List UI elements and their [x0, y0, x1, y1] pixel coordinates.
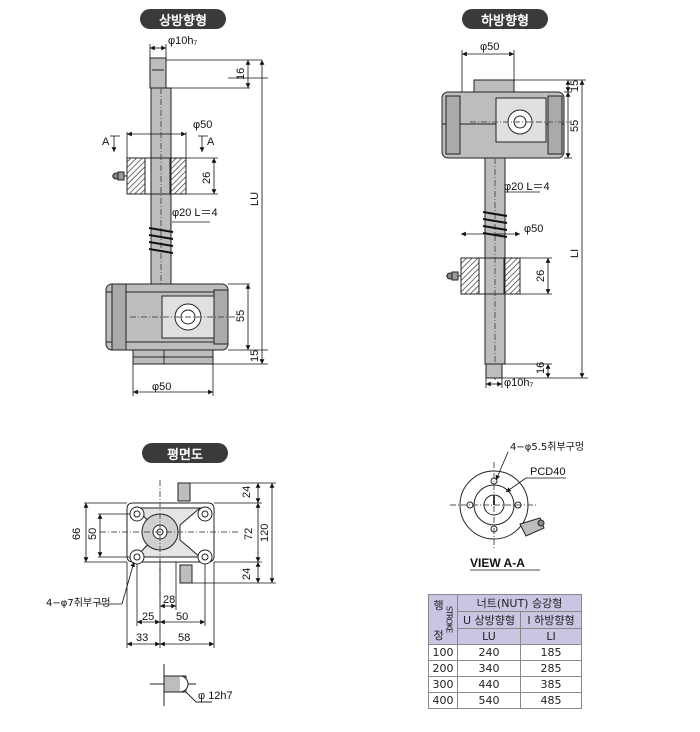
- upward-nut-dia: φ50: [193, 119, 212, 131]
- plan-dim-33: 33: [136, 632, 148, 644]
- table-row: 400 540 485: [428, 692, 582, 709]
- title-plan: 평면도: [142, 443, 228, 463]
- col-i-header: I 하방향형: [520, 611, 582, 629]
- view-aa-hole-note: 4−φ5.5취부구멍: [510, 441, 584, 453]
- lu-cell: 540: [457, 692, 521, 709]
- stroke-cell: 200: [428, 660, 458, 677]
- upward-shaft-dia: φ10h₇: [168, 35, 197, 47]
- title-upward: 상방향형: [140, 9, 226, 29]
- downward-dim-li: LI: [569, 249, 581, 258]
- table-row: 200 340 285: [428, 660, 582, 677]
- downward-dim-16: 16: [535, 362, 547, 374]
- downward-nut-dia: φ50: [524, 223, 543, 235]
- upward-a-left: A: [102, 136, 110, 148]
- upward-dim-55: 55: [235, 310, 247, 322]
- plan-dim-66: 66: [71, 528, 83, 540]
- upward-a-right: A: [207, 136, 215, 148]
- li-cell: 185: [520, 644, 582, 661]
- lu-cell: 340: [457, 660, 521, 677]
- upward-dim-15: 15: [249, 350, 261, 362]
- stroke-vertical: STROKE: [444, 606, 454, 633]
- stroke-char1: 행: [433, 598, 444, 612]
- upward-dim-16: 16: [235, 68, 247, 80]
- plan-dim-25: 25: [142, 611, 154, 623]
- li-cell: 285: [520, 660, 582, 677]
- lu-cell: 240: [457, 644, 521, 661]
- plan-dim-50-h: 50: [176, 611, 188, 623]
- downward-pin: φ20 L＝4: [504, 181, 550, 193]
- plan-view-drawing: [100, 480, 240, 600]
- title-downward: 하방향형: [462, 9, 548, 29]
- plan-dim-72: 72: [243, 528, 255, 540]
- view-aa-label: VIEW A-A: [470, 556, 525, 570]
- col-u-header: U 상방향형: [457, 611, 521, 629]
- downward-jack-drawing: [441, 79, 570, 380]
- group-header: 너트(NUT) 승강형: [457, 594, 582, 612]
- downward-dim-26: 26: [535, 270, 547, 282]
- upward-dim-26: 26: [201, 172, 213, 184]
- spec-table: 행 정 STROKE 너트(NUT) 승강형 U 상방향형 I 하방향형 LU …: [428, 594, 582, 709]
- li-cell: 385: [520, 676, 582, 693]
- key-shaft-detail: [150, 664, 212, 706]
- stroke-cell: 400: [428, 692, 458, 709]
- view-aa-pcd: PCD40: [530, 466, 565, 478]
- upward-dim-lu: LU: [249, 192, 261, 206]
- stroke-cell: 300: [428, 676, 458, 693]
- plan-dim-28: 28: [163, 594, 175, 606]
- downward-dim-15: 15: [569, 80, 581, 92]
- plan-dim-24-top: 24: [241, 486, 253, 498]
- plan-hole-note: 4−φ7취부구멍: [46, 597, 111, 609]
- table-row: 300 440 385: [428, 676, 582, 693]
- stroke-header: 행 정 STROKE: [428, 594, 458, 645]
- stroke-char2: 정: [433, 628, 444, 642]
- plan-dim-24-bot: 24: [241, 568, 253, 580]
- plan-dim-120: 120: [259, 524, 271, 542]
- upward-jack-drawing: [105, 57, 240, 365]
- upward-pin: φ20 L＝4: [172, 207, 218, 219]
- unit-i: LI: [520, 628, 582, 645]
- upward-base-dia: φ50: [152, 381, 171, 393]
- plan-dim-50-v: 50: [87, 528, 99, 540]
- downward-shaft-dia: φ10h₇: [504, 377, 533, 389]
- lu-cell: 440: [457, 676, 521, 693]
- plan-dim-58: 58: [178, 632, 190, 644]
- li-cell: 485: [520, 692, 582, 709]
- downward-top-dia: φ50: [480, 41, 499, 53]
- unit-u: LU: [457, 628, 521, 645]
- downward-dim-55: 55: [569, 120, 581, 132]
- table-row: 100 240 185: [428, 644, 582, 661]
- key-shaft-dia: φ 12h7: [198, 690, 233, 702]
- stroke-cell: 100: [428, 644, 458, 661]
